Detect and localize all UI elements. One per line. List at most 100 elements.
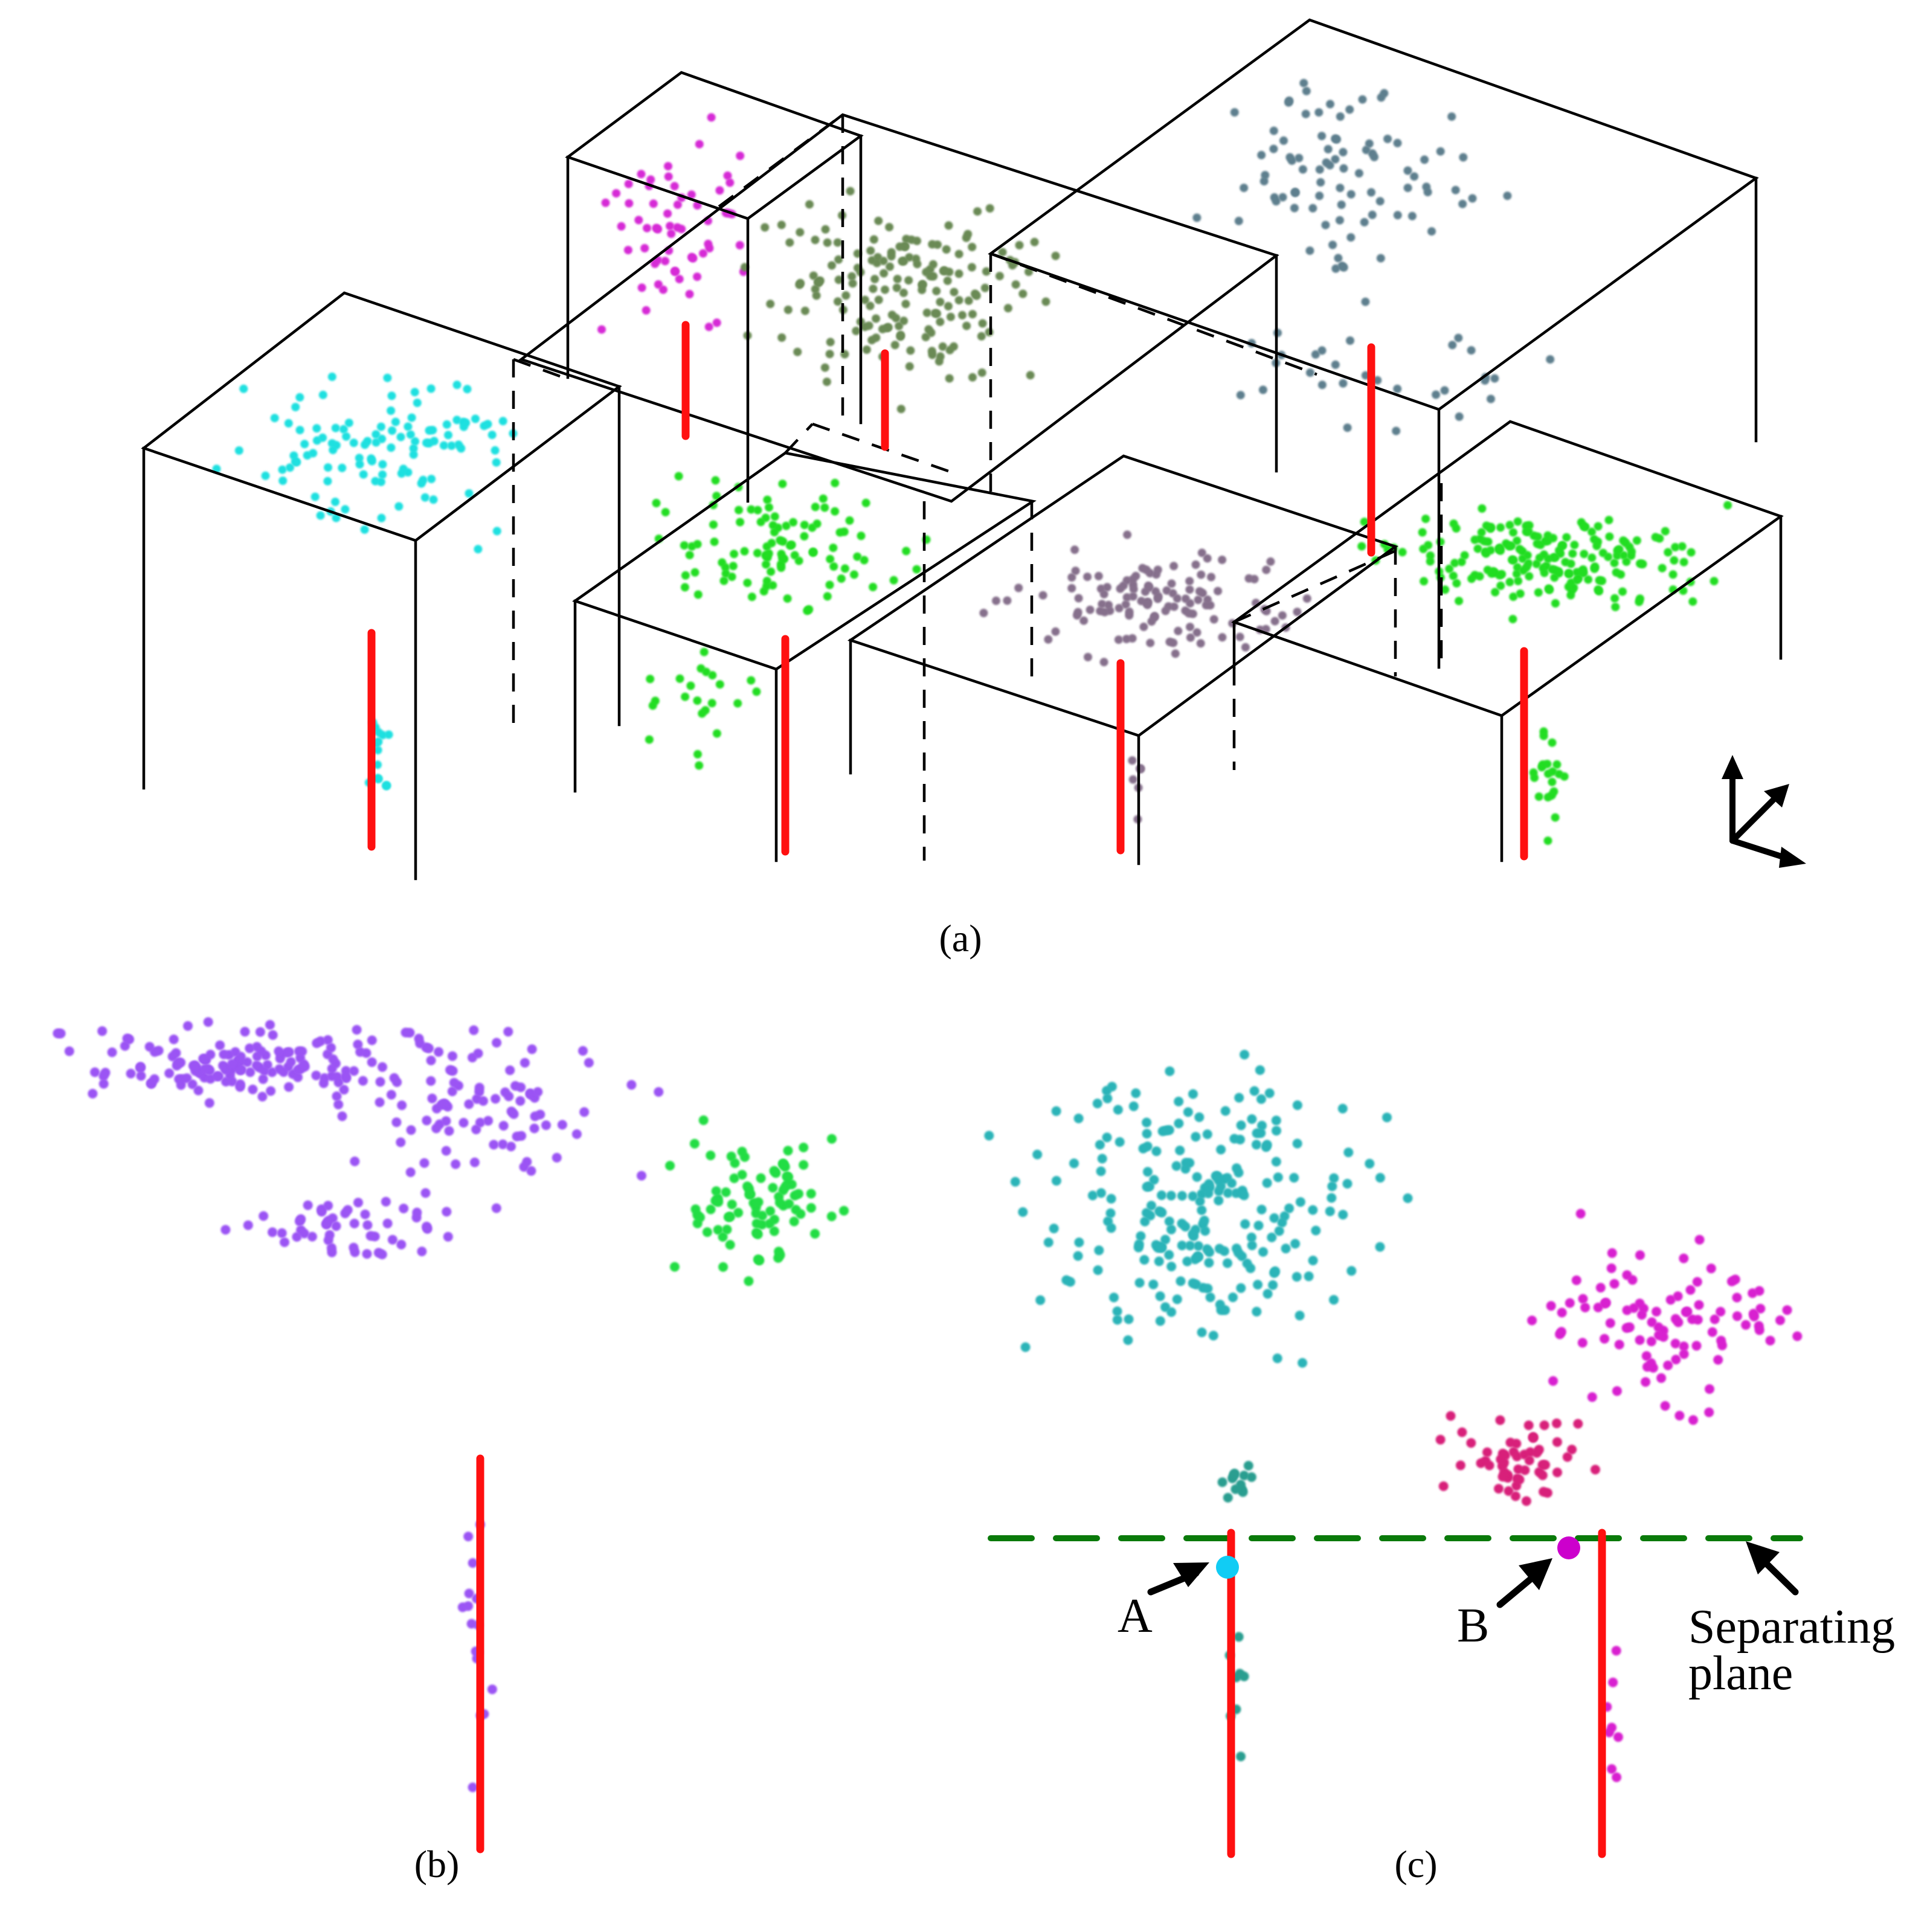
point: [1228, 1292, 1238, 1303]
point: [1566, 559, 1575, 568]
point: [1358, 95, 1367, 104]
point: [1191, 560, 1200, 569]
point: [597, 325, 606, 334]
point: [736, 518, 745, 527]
point: [383, 373, 392, 382]
point: [825, 580, 834, 589]
point: [1073, 1113, 1084, 1123]
point: [958, 310, 967, 319]
point: [1134, 1239, 1144, 1249]
steel-lower-points: [1236, 297, 1555, 435]
point: [1524, 527, 1533, 536]
point: [427, 475, 436, 484]
point: [1214, 1244, 1224, 1254]
point: [954, 269, 963, 278]
point: [1641, 1351, 1652, 1361]
point: [1670, 556, 1679, 565]
point: [284, 1082, 294, 1092]
point: [982, 267, 991, 276]
point: [235, 1079, 245, 1090]
point: [1467, 346, 1476, 355]
box-top-face: [141, 291, 622, 542]
point: [1326, 100, 1334, 109]
point: [1266, 557, 1275, 566]
point: [578, 1046, 588, 1056]
point: [465, 489, 474, 498]
point: [1174, 1118, 1184, 1129]
point: [1258, 1247, 1268, 1257]
point: [992, 596, 1000, 605]
point: [281, 1047, 292, 1057]
point: [1192, 213, 1201, 222]
point: [1194, 1252, 1203, 1262]
point: [1605, 532, 1614, 541]
point: [685, 290, 694, 298]
point: [1315, 191, 1324, 201]
point: [149, 1074, 159, 1084]
point: [1250, 574, 1259, 583]
point: [1562, 1452, 1572, 1462]
point: [98, 1079, 109, 1089]
point: [1262, 1140, 1272, 1150]
point: [1247, 1240, 1257, 1251]
point: [311, 1070, 321, 1080]
point: [1534, 792, 1543, 801]
point: [1641, 1377, 1651, 1387]
point: [382, 1218, 393, 1228]
point: [1509, 592, 1518, 602]
point: [1202, 1129, 1212, 1140]
point: [954, 249, 963, 258]
point: [240, 1027, 250, 1037]
point: [727, 573, 736, 581]
point: [1607, 1248, 1617, 1258]
point: [492, 1038, 502, 1048]
point: [747, 505, 756, 514]
point: [1139, 1255, 1150, 1265]
point: [1508, 615, 1517, 624]
point: [1035, 1295, 1046, 1305]
point: [729, 1173, 739, 1183]
point: [1548, 738, 1557, 747]
point: [468, 1053, 477, 1063]
point: [205, 1050, 216, 1060]
point: [1482, 521, 1491, 530]
point: [845, 516, 854, 525]
point: [1174, 626, 1183, 635]
point: [236, 1051, 246, 1062]
point: [107, 1047, 117, 1057]
point: [1145, 583, 1154, 592]
point: [1543, 836, 1552, 846]
point: [674, 472, 683, 481]
point: [1292, 1138, 1302, 1149]
point: [768, 1183, 778, 1193]
point: [904, 276, 913, 285]
point: [1032, 1149, 1043, 1160]
point: [1106, 1193, 1116, 1204]
point: [1726, 1276, 1737, 1286]
point: [1145, 1210, 1156, 1221]
point: [841, 291, 851, 300]
point: [406, 430, 415, 439]
point: [1337, 201, 1346, 209]
point: [324, 463, 332, 472]
point: [1671, 543, 1680, 551]
point: [1291, 1272, 1302, 1282]
point: [649, 199, 658, 208]
point: [809, 271, 818, 280]
point: [1142, 565, 1151, 574]
point: [1393, 138, 1402, 147]
point: [1067, 573, 1076, 582]
point: [1154, 1206, 1164, 1216]
panel-a-bounding-boxes: [141, 18, 1784, 881]
point: [352, 1025, 362, 1035]
point: [1038, 591, 1047, 600]
point: [725, 178, 735, 187]
point: [1635, 1250, 1645, 1260]
point: [1635, 597, 1644, 606]
point: [1377, 93, 1386, 102]
caption-c: (c): [1394, 1843, 1437, 1885]
point: [1670, 1338, 1681, 1349]
point: [332, 513, 341, 522]
point: [1142, 1129, 1152, 1139]
panel-b-point-clouds: [53, 1017, 849, 1792]
